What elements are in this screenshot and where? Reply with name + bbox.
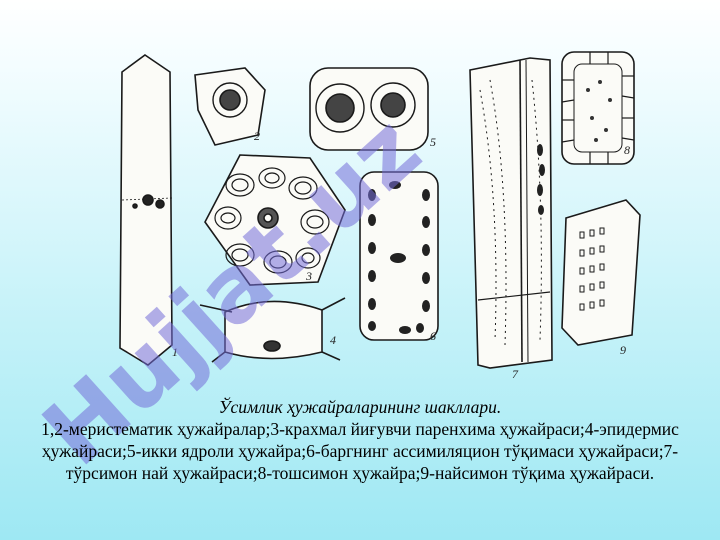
- plant-cell-figure: 1 2 3: [119, 51, 641, 381]
- label-8: 8: [624, 143, 630, 157]
- cell-5: 5: [309, 67, 436, 151]
- caption-body: 1,2-меристематик ҳужайралар;3-крахмал йи…: [41, 419, 679, 483]
- label-1: 1: [172, 345, 178, 359]
- cell-4: 4: [199, 297, 346, 363]
- cell-3: 3: [204, 154, 346, 286]
- caption-title: Ўсимлик ҳужайраларининг шакллари.: [218, 397, 502, 417]
- label-4: 4: [330, 333, 336, 347]
- label-5: 5: [430, 135, 436, 149]
- label-2: 2: [254, 129, 260, 143]
- caption: Ўсимлик ҳужайраларининг шакллари. 1,2-ме…: [30, 396, 690, 484]
- cell-9: 9: [561, 199, 641, 357]
- label-7: 7: [512, 367, 519, 381]
- cell-8: 8: [561, 51, 635, 165]
- label-6: 6: [430, 329, 436, 343]
- cell-2: 2: [194, 67, 266, 146]
- label-3: 3: [305, 269, 312, 283]
- label-9: 9: [620, 343, 626, 357]
- cell-1: 1: [119, 54, 178, 366]
- cell-7: 7: [469, 57, 553, 381]
- cell-6: 6: [359, 171, 439, 343]
